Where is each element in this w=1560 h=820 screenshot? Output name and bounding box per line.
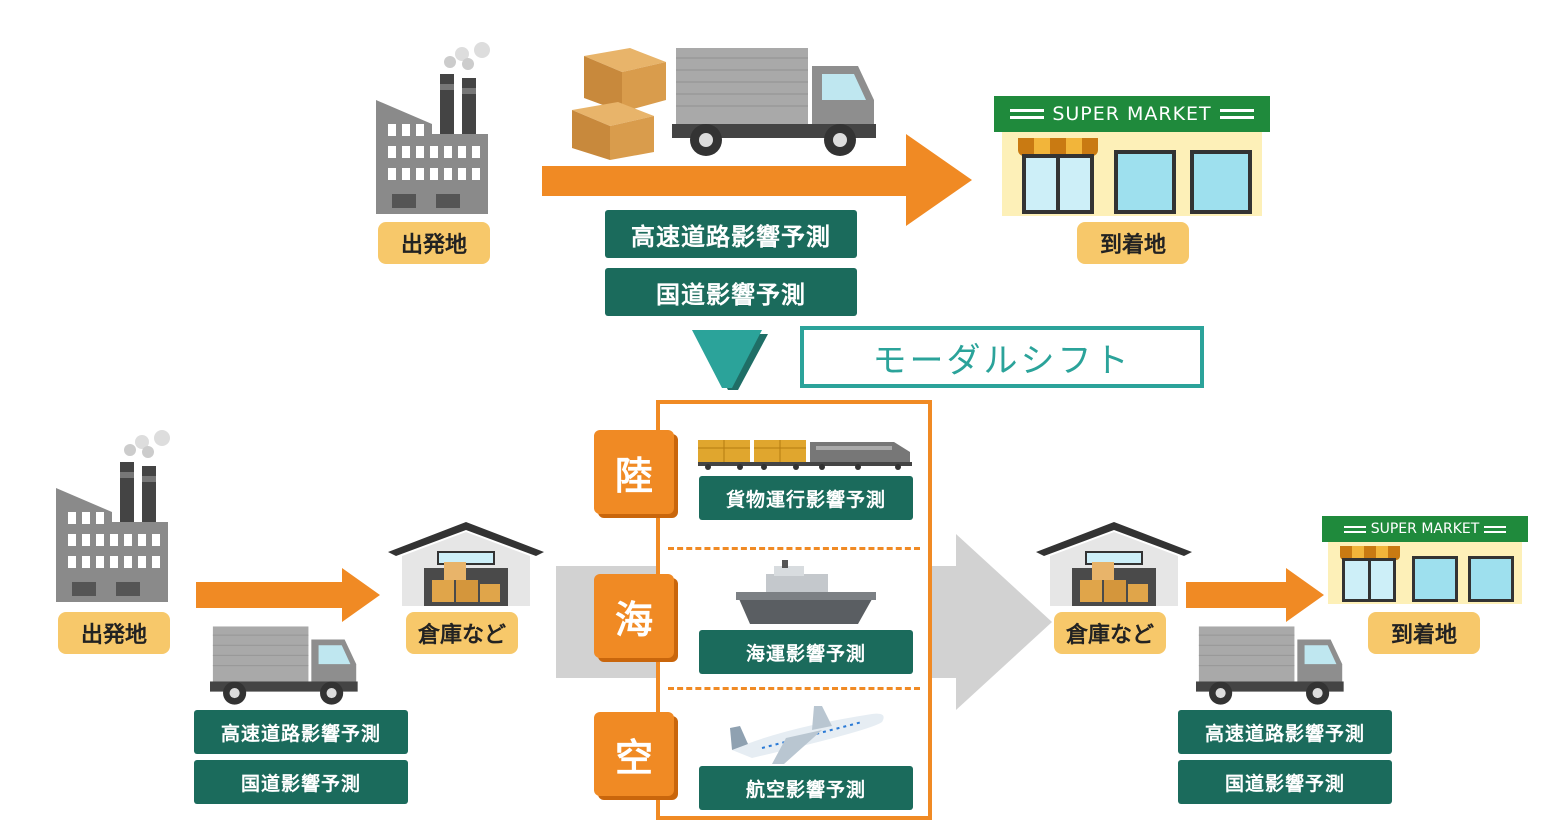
origin-label: 出発地: [58, 612, 170, 654]
destination-label: 到着地: [1368, 612, 1480, 654]
prediction-label-national-road: 国道影響予測: [1178, 760, 1392, 804]
store-sign: SUPER MARKET: [994, 96, 1270, 132]
divider: [668, 687, 920, 690]
route-arrow-left: [196, 568, 380, 622]
prediction-label-freight: 貨物運行影響予測: [699, 476, 913, 520]
warehouse-icon: [1036, 522, 1192, 606]
warehouse-label: 倉庫など: [406, 612, 518, 654]
air-mode-badge: 空: [594, 712, 674, 796]
freight-train-icon: [698, 440, 912, 470]
route-arrow-right: [1186, 568, 1324, 622]
sea-mode-badge: 海: [594, 574, 674, 658]
factory-icon: [376, 42, 490, 214]
prediction-label-highway: 高速道路影響予測: [605, 210, 857, 258]
modal-shift-label: モーダルシフト: [800, 326, 1204, 388]
origin-label: 出発地: [378, 222, 490, 264]
prediction-label-shipping: 海運影響予測: [699, 630, 913, 674]
airplane-icon: [730, 706, 884, 764]
store-sign: SUPER MARKET: [1322, 516, 1528, 542]
cargo-ship-icon: [736, 560, 876, 624]
truck-icon: [210, 626, 358, 705]
prediction-label-highway: 高速道路影響予測: [194, 710, 408, 754]
destination-label: 到着地: [1077, 222, 1189, 264]
prediction-label-national-road: 国道影響予測: [605, 268, 857, 316]
land-mode-badge: 陸: [594, 430, 674, 514]
prediction-label-aviation: 航空影響予測: [699, 766, 913, 810]
factory-icon: [56, 430, 170, 602]
top-route-arrow: [542, 134, 972, 226]
divider: [668, 547, 920, 550]
warehouse-icon: [388, 522, 544, 606]
prediction-label-national-road: 国道影響予測: [194, 760, 408, 804]
supermarket-icon: SUPER MARKET: [994, 96, 1270, 218]
truck-icon: [1196, 626, 1344, 705]
prediction-label-highway: 高速道路影響予測: [1178, 710, 1392, 754]
supermarket-icon: SUPER MARKET: [1322, 516, 1528, 606]
cardboard-boxes-icon: [572, 48, 666, 160]
truck-icon: [672, 48, 876, 156]
down-triangle-icon: [692, 330, 768, 390]
warehouse-label: 倉庫など: [1054, 612, 1166, 654]
